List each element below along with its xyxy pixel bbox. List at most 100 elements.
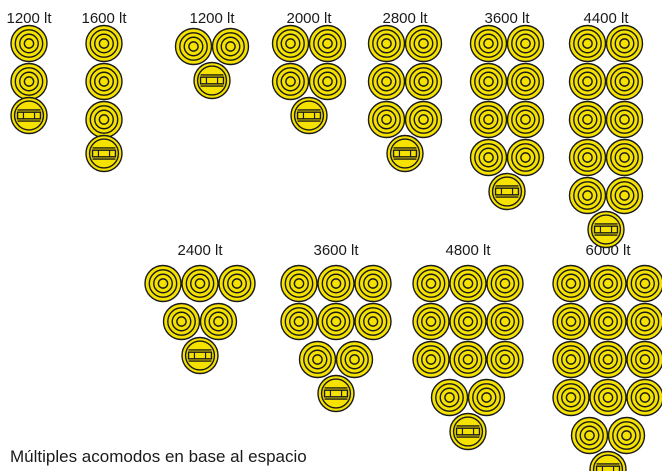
concentric-ring-tank-icon xyxy=(486,340,524,379)
concentric-ring-tank-icon xyxy=(605,24,644,63)
concentric-ring-tank-icon xyxy=(199,302,238,341)
concentric-ring-tank-icon xyxy=(449,340,487,379)
tank-group-k xyxy=(552,264,662,471)
concentric-ring-tank-icon xyxy=(144,264,182,303)
valve-tank-icon xyxy=(193,61,231,100)
concentric-ring-tank-icon xyxy=(626,264,662,303)
concentric-ring-tank-icon xyxy=(605,100,644,139)
concentric-ring-tank-icon xyxy=(412,302,450,341)
concentric-ring-tank-icon xyxy=(404,100,443,139)
concentric-ring-tank-icon xyxy=(308,24,347,63)
concentric-ring-tank-icon xyxy=(469,24,508,63)
concentric-ring-tank-icon xyxy=(552,340,590,379)
valve-tank-icon xyxy=(290,96,328,135)
concentric-ring-tank-icon xyxy=(605,62,644,101)
concentric-ring-tank-icon xyxy=(469,62,508,101)
concentric-ring-tank-icon xyxy=(589,264,627,303)
tank-group-g xyxy=(568,24,644,249)
valve-tank-icon xyxy=(85,134,123,173)
capacity-label-3600-double: 3600 lt xyxy=(484,10,530,27)
capacity-label-1600: 1600 lt xyxy=(81,10,127,27)
capacity-label-2400: 2400 lt xyxy=(177,242,223,259)
concentric-ring-tank-icon xyxy=(271,24,310,63)
valve-tank-icon xyxy=(181,336,219,375)
concentric-ring-tank-icon xyxy=(404,24,443,63)
concentric-ring-tank-icon xyxy=(85,100,123,139)
tank-group-d xyxy=(271,24,347,135)
concentric-ring-tank-icon xyxy=(367,100,406,139)
concentric-ring-tank-icon xyxy=(589,302,627,341)
concentric-ring-tank-icon xyxy=(506,62,545,101)
concentric-ring-tank-icon xyxy=(218,264,256,303)
tank-group-i xyxy=(280,264,392,413)
concentric-ring-tank-icon xyxy=(568,138,607,177)
concentric-ring-tank-icon xyxy=(626,378,662,417)
capacity-label-4800: 4800 lt xyxy=(445,242,491,259)
concentric-ring-tank-icon xyxy=(552,302,590,341)
valve-tank-icon xyxy=(488,172,526,211)
concentric-ring-tank-icon xyxy=(308,62,347,101)
tank-group-f xyxy=(469,24,545,211)
tank-group-j xyxy=(412,264,524,451)
capacity-label-1200-single: 1200 lt xyxy=(6,10,52,27)
concentric-ring-tank-icon xyxy=(174,27,213,66)
concentric-ring-tank-icon xyxy=(506,100,545,139)
concentric-ring-tank-icon xyxy=(354,264,392,303)
concentric-ring-tank-icon xyxy=(162,302,201,341)
concentric-ring-tank-icon xyxy=(10,24,48,63)
concentric-ring-tank-icon xyxy=(605,176,644,215)
concentric-ring-tank-icon xyxy=(486,302,524,341)
concentric-ring-tank-icon xyxy=(568,62,607,101)
valve-tank-icon xyxy=(587,210,625,249)
concentric-ring-tank-icon xyxy=(626,302,662,341)
concentric-ring-tank-icon xyxy=(506,24,545,63)
concentric-ring-tank-icon xyxy=(467,378,506,417)
concentric-ring-tank-icon xyxy=(552,264,590,303)
concentric-ring-tank-icon xyxy=(626,340,662,379)
tank-group-a xyxy=(10,24,48,135)
concentric-ring-tank-icon xyxy=(486,264,524,303)
concentric-ring-tank-icon xyxy=(589,378,627,417)
concentric-ring-tank-icon xyxy=(589,340,627,379)
capacity-label-6000: 6000 lt xyxy=(585,242,631,259)
concentric-ring-tank-icon xyxy=(412,264,450,303)
concentric-ring-tank-icon xyxy=(354,302,392,341)
capacity-label-2800: 2800 lt xyxy=(382,10,428,27)
concentric-ring-tank-icon xyxy=(317,302,355,341)
concentric-ring-tank-icon xyxy=(367,24,406,63)
tank-group-b xyxy=(85,24,123,173)
concentric-ring-tank-icon xyxy=(449,302,487,341)
concentric-ring-tank-icon xyxy=(404,62,443,101)
concentric-ring-tank-icon xyxy=(568,24,607,63)
concentric-ring-tank-icon xyxy=(412,340,450,379)
concentric-ring-tank-icon xyxy=(85,62,123,101)
concentric-ring-tank-icon xyxy=(607,416,646,455)
concentric-ring-tank-icon xyxy=(211,27,250,66)
footer-caption: Múltiples acomodos en base al espacio xyxy=(10,447,307,466)
concentric-ring-tank-icon xyxy=(85,24,123,63)
valve-tank-icon xyxy=(449,412,487,451)
concentric-ring-tank-icon xyxy=(367,62,406,101)
capacity-label-3600-triple: 3600 lt xyxy=(313,242,359,259)
tank-group-h xyxy=(144,264,256,375)
concentric-ring-tank-icon xyxy=(506,138,545,177)
concentric-ring-tank-icon xyxy=(298,340,337,379)
capacity-label-2000: 2000 lt xyxy=(286,10,332,27)
concentric-ring-tank-icon xyxy=(181,264,219,303)
valve-tank-icon xyxy=(589,450,627,471)
concentric-ring-tank-icon xyxy=(280,302,318,341)
concentric-ring-tank-icon xyxy=(568,100,607,139)
concentric-ring-tank-icon xyxy=(605,138,644,177)
concentric-ring-tank-icon xyxy=(430,378,469,417)
valve-tank-icon xyxy=(10,96,48,135)
tank-group-c xyxy=(174,27,250,100)
concentric-ring-tank-icon xyxy=(469,100,508,139)
tank-group-e xyxy=(367,24,443,173)
concentric-ring-tank-icon xyxy=(10,62,48,101)
concentric-ring-tank-icon xyxy=(271,62,310,101)
concentric-ring-tank-icon xyxy=(317,264,355,303)
concentric-ring-tank-icon xyxy=(335,340,374,379)
concentric-ring-tank-icon xyxy=(570,416,609,455)
